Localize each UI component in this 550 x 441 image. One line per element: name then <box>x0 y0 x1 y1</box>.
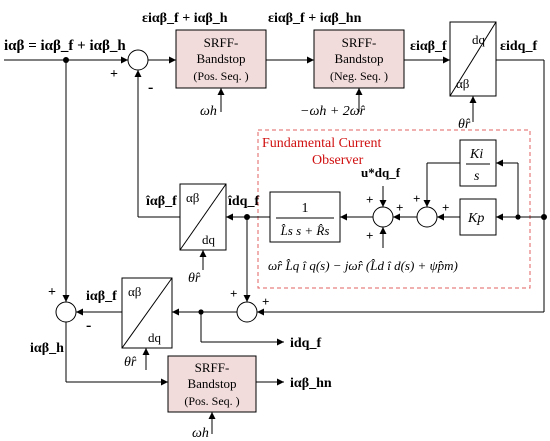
signal-after-t1: εidq_f <box>500 39 537 54</box>
sum2-minus-sign: - <box>86 317 91 334</box>
bs1-line2: Bandstop <box>196 51 245 66</box>
observer-boundary <box>257 129 531 289</box>
kp-label: Kp <box>467 211 484 226</box>
signal-after-bs1: εiαβ_f + iαβ_hn <box>268 11 362 26</box>
t3-top-label: αβ <box>128 284 142 299</box>
bs3-line3: (Pos. Seq. ) <box>184 394 239 408</box>
bs2-line2: Bandstop <box>334 51 383 66</box>
sum3-plus-right: + <box>262 294 269 309</box>
bs2-line3: (Neg. Seq. ) <box>330 69 388 83</box>
bandstop-neg-seq: SRFF- Bandstop (Neg. Seq. ) <box>313 29 405 89</box>
idq-f-output-label: idq_f <box>290 336 321 351</box>
sum1-plus-sign: + <box>110 67 118 82</box>
iab-f-lower-label: iαβ_f <box>86 289 117 304</box>
signal-after-sum1: εiαβ_f + iαβ_h <box>142 11 228 26</box>
bs3-param-label: ωh <box>192 426 209 441</box>
summing-junction-ref <box>372 206 394 228</box>
summing-junction-1 <box>127 49 149 71</box>
pi-sum-plus-1: + <box>442 200 449 215</box>
summing-junction-pi <box>416 206 438 228</box>
bs2-line1: SRFF- <box>342 35 377 50</box>
transform-dq-to-ab-bottom: αβ dq <box>121 277 173 349</box>
observer-title-line1: Fundamental Current <box>262 136 381 151</box>
ref-sum-plus-bottom: + <box>366 228 373 243</box>
t1-bottom-label: αβ <box>456 76 470 91</box>
summing-junction-3 <box>236 301 258 323</box>
signal-after-bs2: εiαβ_f <box>410 39 447 54</box>
idq-f-hat-label: îdq_f <box>227 194 259 209</box>
plant-numerator: 1 <box>302 201 309 216</box>
input-signal-label: iαβ = iαβ_f + iαβ_h <box>4 38 126 54</box>
t2-top-label: αβ <box>186 190 200 205</box>
iab-f-hat-label: îαβ_f <box>145 194 177 209</box>
plant-model-block: 1 L̂s s + R̂s <box>269 191 341 243</box>
plant-denominator: L̂s s + R̂s <box>280 223 330 238</box>
t2-param-label: θ̂r <box>188 271 201 286</box>
iab-h-label: iαβ_h <box>30 341 64 356</box>
iab-hn-output-label: iαβ_hn <box>290 376 332 391</box>
bs3-line2: Bandstop <box>187 376 236 391</box>
bs3-line1: SRFF- <box>195 360 230 375</box>
ref-input-label: u*dq_f <box>361 165 401 180</box>
ref-sum-plus-right: + <box>396 200 403 215</box>
bs1-param-label: ωh <box>200 104 217 119</box>
transform-dq-to-ab-mid: αβ dq <box>179 183 227 251</box>
pi-sum-plus-2: + <box>413 191 420 206</box>
t3-param-label: θ̂r <box>124 355 137 370</box>
t1-top-label: dq <box>472 32 486 47</box>
observer-title-line2: Observer <box>312 153 364 168</box>
ref-sum-plus-top: + <box>366 192 373 207</box>
bandstop-pos-seq-top: SRFF- Bandstop (Pos. Seq. ) <box>175 29 267 89</box>
ki-denominator: s <box>474 169 480 184</box>
t2-bottom-label: dq <box>202 232 216 247</box>
summing-junction-2 <box>55 301 77 323</box>
bs1-line1: SRFF- <box>204 35 239 50</box>
t1-param-label: θ̂r <box>458 117 471 132</box>
bandstop-pos-seq-bottom: SRFF- Bandstop (Pos. Seq. ) <box>167 355 257 413</box>
transform-ab-to-dq-top: dq αβ <box>449 21 497 97</box>
bs2-param-label: −ωh + 2ω̂r <box>300 104 366 119</box>
bs1-line3: (Pos. Seq. ) <box>193 69 248 83</box>
sum2-plus-sign: + <box>48 285 56 300</box>
decoupling-expression: ω̂r L̂q î q(s) − jω̂r (L̂d î d(s) + ψ̂pm… <box>268 258 458 273</box>
proportional-gain-block: Kp <box>459 198 497 236</box>
integral-gain-block: Ki s <box>459 139 497 187</box>
t3-bottom-label: dq <box>148 330 162 345</box>
sum3-plus-top: + <box>230 286 237 301</box>
sum1-minus-sign: - <box>148 79 153 96</box>
ki-numerator: Ki <box>469 147 483 162</box>
